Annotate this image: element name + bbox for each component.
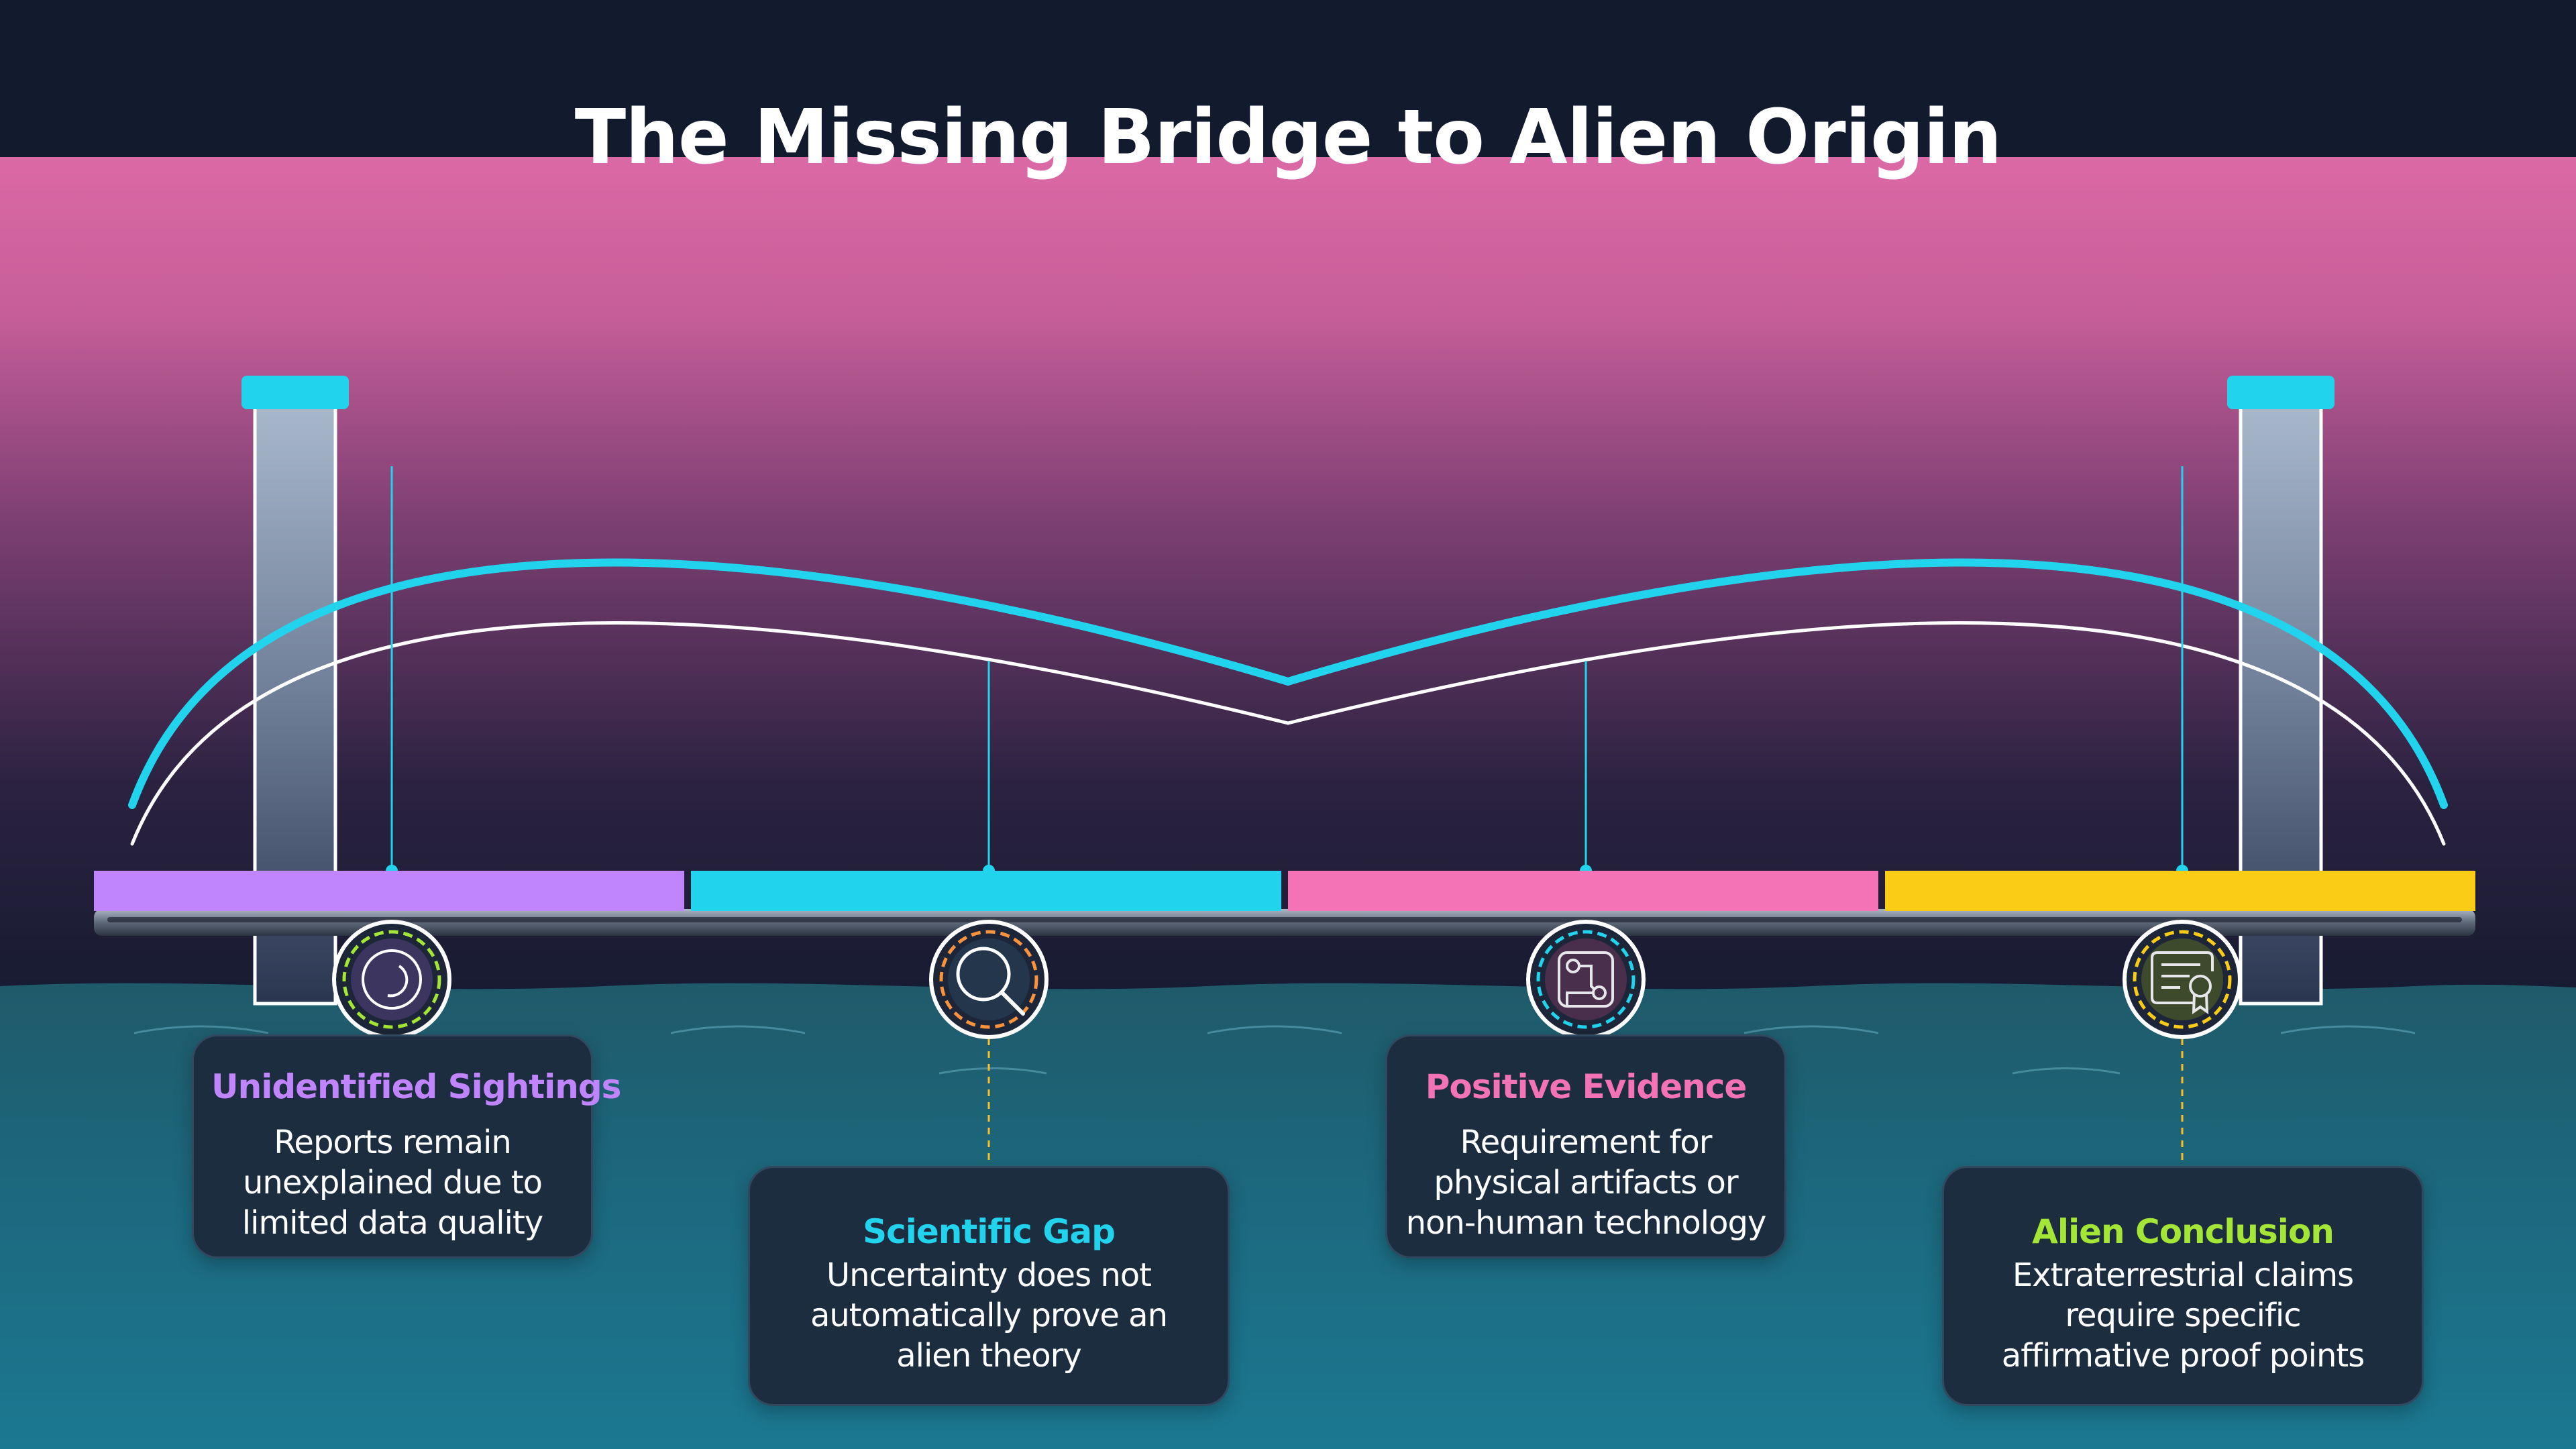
card-body: Extraterrestrial claims require specific… (2001, 1256, 2365, 1375)
stage-icon-3 (1526, 920, 1646, 1039)
right-tower (2227, 376, 2334, 1006)
deck-segment-sightings (94, 871, 684, 911)
water (0, 983, 2576, 1449)
certificate-icon (2151, 951, 2214, 1014)
deck-segment-evidence (1288, 871, 1878, 911)
stage-card-conclusion: Alien Conclusion Extraterrestrial claims… (1942, 1166, 2424, 1406)
stage-card-sightings: Unidentified Sightings Reports remain un… (192, 1034, 621, 1258)
stage-icon-1 (332, 920, 451, 1039)
card-body: Reports remain unexplained due to limite… (241, 1124, 543, 1242)
card-body: Requirement for physical artifacts or no… (1405, 1124, 1767, 1242)
card-body: Uncertainty does not automatically prove… (810, 1256, 1168, 1375)
stage-card-gap: Scientific Gap Uncertainty does not auto… (748, 1166, 1230, 1406)
stage-icon-2 (929, 920, 1049, 1039)
deck-segment-gap (691, 871, 1281, 911)
stage-card-evidence: Positive Evidence Requirement for physic… (1385, 1034, 1786, 1258)
magnifier-icon (956, 947, 1025, 1016)
left-tower (241, 376, 349, 1006)
deck (94, 871, 2475, 911)
deck-segment-conclusion (1885, 871, 2475, 911)
stage-icon-4 (2123, 920, 2242, 1039)
card-title: Unidentified Sightings (211, 1067, 621, 1106)
left-tower-cap (241, 376, 349, 409)
card-title: Scientific Gap (863, 1212, 1116, 1251)
card-title: Alien Conclusion (2032, 1212, 2334, 1251)
circuit-icon (1558, 951, 1614, 1008)
right-tower-cap (2227, 376, 2334, 409)
dashed-connectors (987, 1038, 2184, 1166)
main-cable (128, 558, 2448, 809)
hangers (390, 466, 2184, 871)
page-title: The Missing Bridge to Alien Origin (574, 94, 2002, 181)
card-title: Positive Evidence (1425, 1067, 1748, 1106)
moon-icon (362, 949, 422, 1010)
inner-cable (130, 621, 2446, 846)
